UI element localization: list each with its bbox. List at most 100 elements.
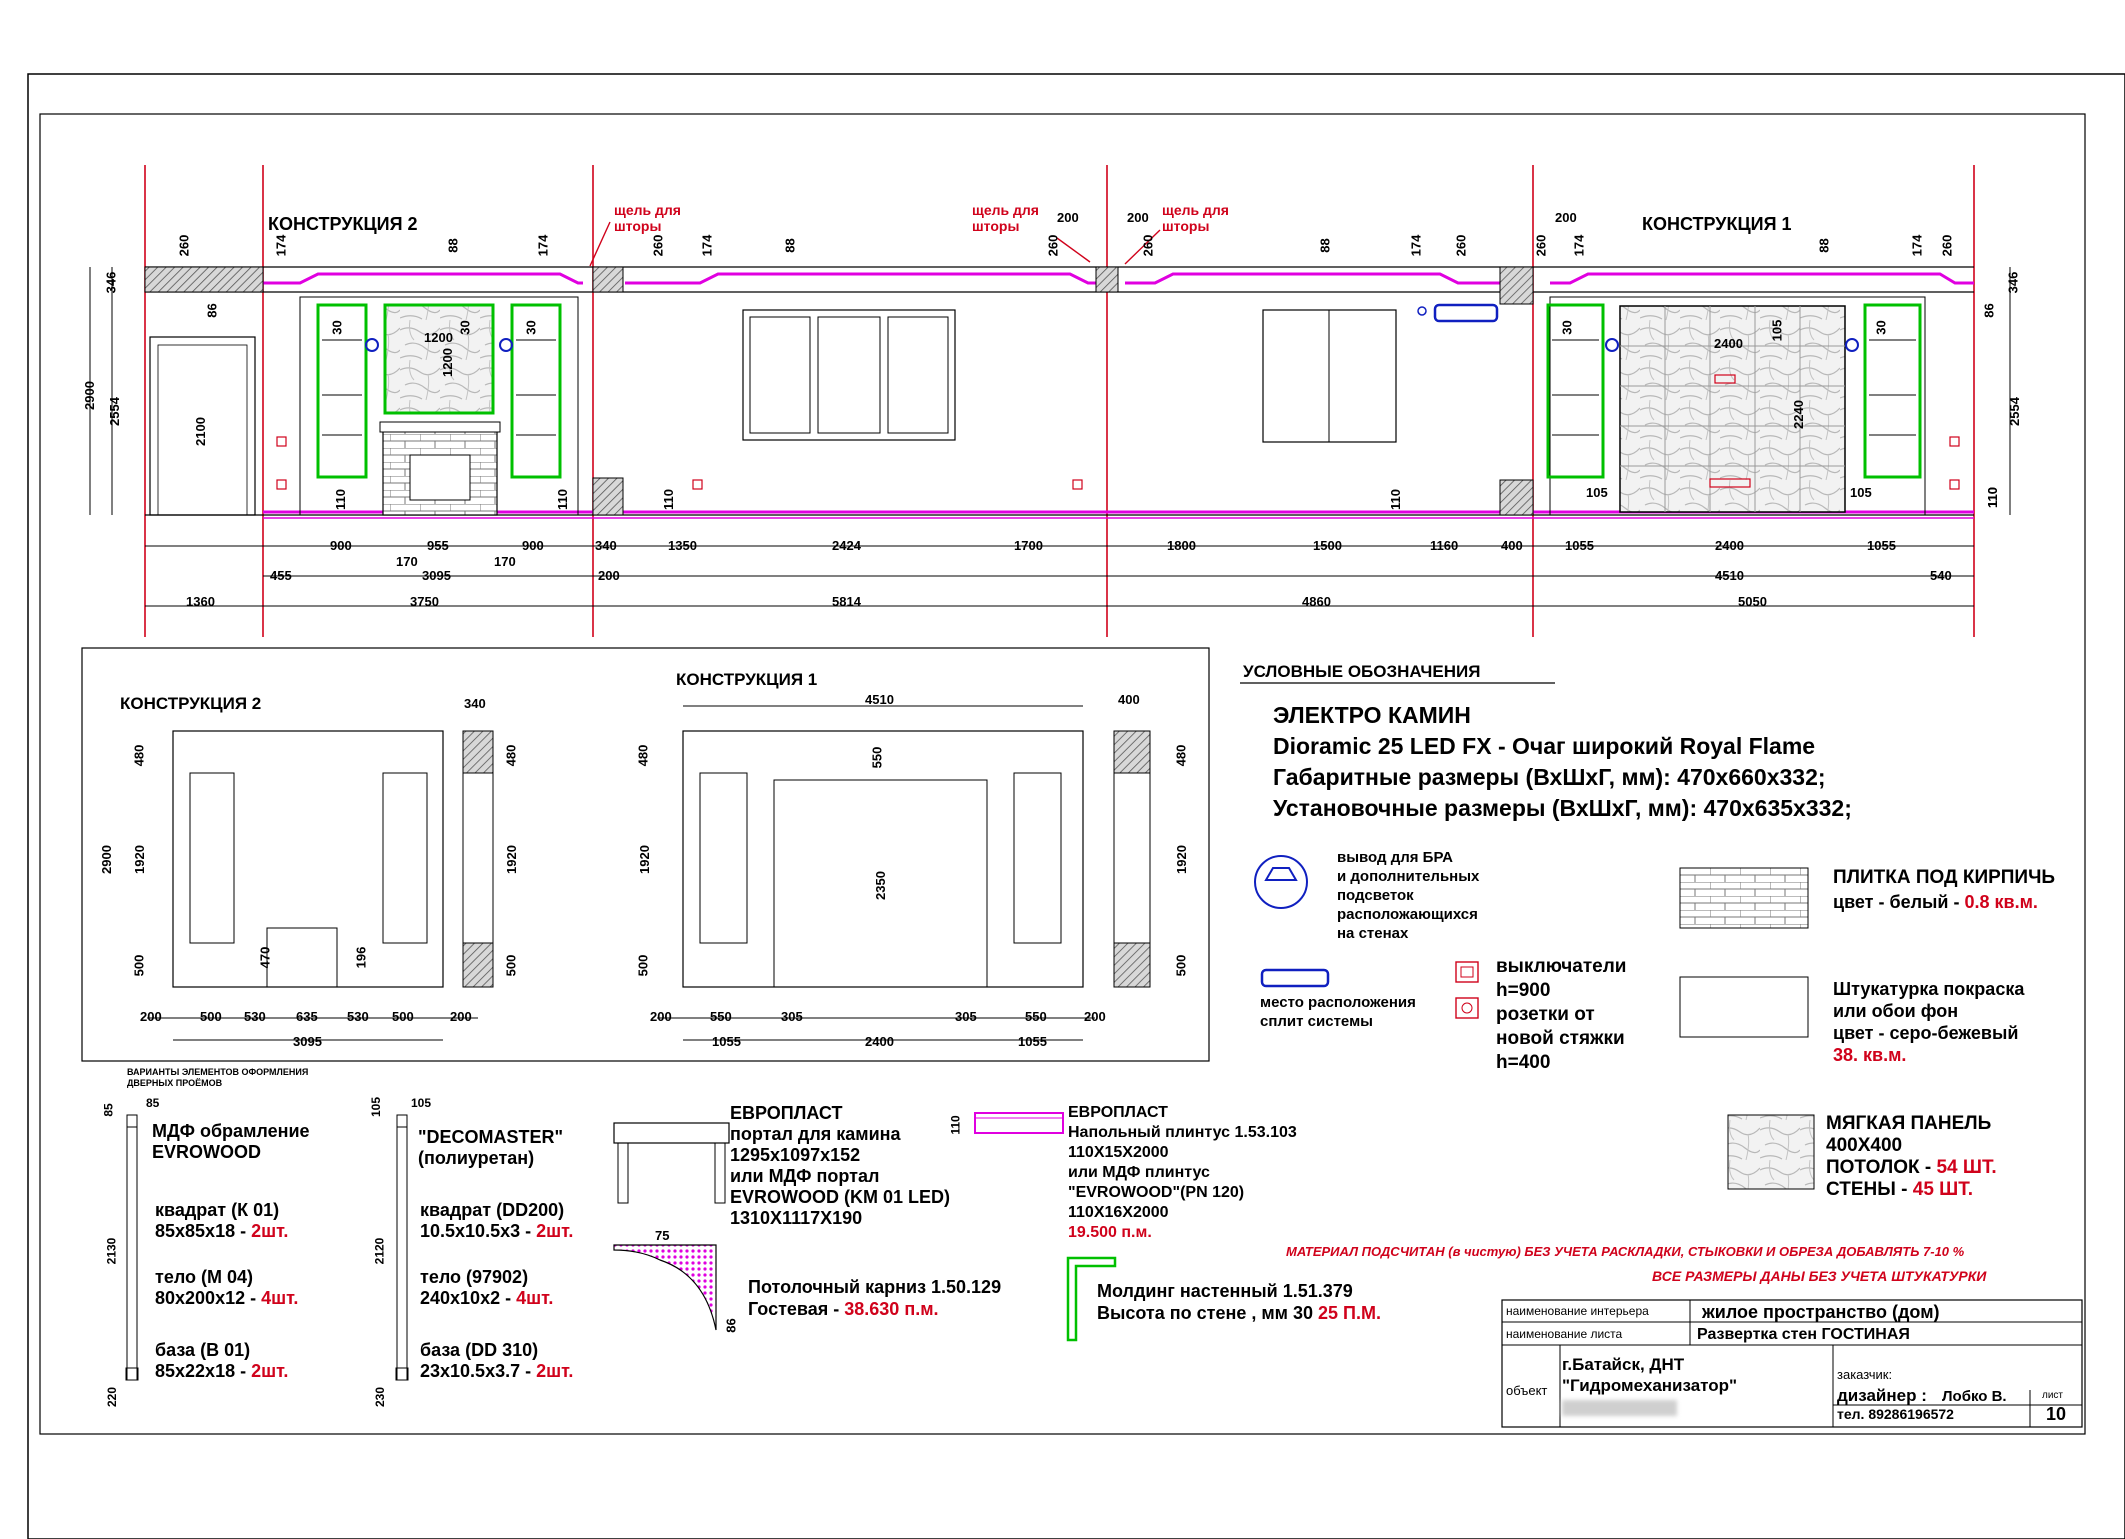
dim-top: 260 — [1140, 234, 1156, 257]
soft-ceiling-qty: 54 ШТ. — [1936, 1157, 1997, 1178]
wall-elevation — [89, 165, 2011, 637]
dim: 5050 — [1738, 594, 1767, 609]
dim: 75 — [655, 1228, 670, 1243]
dim: 2424 — [832, 538, 861, 553]
dim: 1160 — [1430, 538, 1459, 553]
dim-top: 174 — [1408, 234, 1424, 257]
dim: 550 — [1025, 1009, 1047, 1024]
wall-dim: 30 — [1873, 320, 1889, 335]
bra-line-3: подсветок — [1337, 887, 1414, 904]
dim: 196 — [353, 946, 369, 969]
dim: 500 — [392, 1009, 414, 1024]
plaster-line-1: Штукатурка покраска — [1833, 979, 2025, 999]
legend-title: УСЛОВНЫЕ ОБОЗНАЧЕНИЯ — [1243, 662, 1481, 681]
dim-top: 260 — [650, 234, 666, 257]
dim-right: 2554 — [2006, 397, 2022, 426]
wall-dim: 30 — [1559, 320, 1575, 335]
europlast-portal-title: ЕВРОПЛАСТ — [730, 1103, 843, 1123]
wall-dim: 2240 — [1790, 400, 1806, 429]
europlast-skirting-l2: 110Х15Х2000 — [1068, 1144, 1169, 1161]
dim: 1055 — [1867, 538, 1896, 553]
tile-title: ПЛИТКА ПОД КИРПИЧЬ — [1833, 867, 2056, 888]
dim: 1920 — [636, 845, 652, 874]
bra-line-5: на стенах — [1337, 925, 1409, 942]
switch-legend: выключатели h=900 розетки от новой стяжк… — [1496, 955, 1626, 1075]
mdf-square-size: 85x85x18 - — [155, 1221, 247, 1241]
note-material: МАТЕРИАЛ ПОДСЧИТАН (в чистую) БЕЗ УЧЕТА … — [1286, 1244, 1965, 1259]
switch-line-3: розетки от — [1496, 1004, 1595, 1025]
inner-border — [39, 113, 2086, 1435]
wall-dim: 110 — [554, 489, 570, 510]
deco-items: квадрат (DD200) 10.5x10.5x3 - 2шт. тело … — [420, 1200, 573, 1382]
europlast-portal-l2: 1295x1097x152 — [730, 1145, 861, 1165]
object-label: объект — [1506, 1383, 1548, 1398]
europlast-skirting-l3: или МДФ плинтус — [1068, 1164, 1210, 1181]
dim: 220 — [105, 1386, 120, 1408]
cornice-line-2: Гостевая - — [748, 1299, 840, 1319]
dim: 305 — [781, 1009, 803, 1024]
mdf-items: квадрат (К 01) 85x85x18 - 2шт. тело (М 0… — [155, 1200, 298, 1382]
dim: 550 — [710, 1009, 732, 1024]
dim: 2120 — [372, 1237, 387, 1265]
europlast-portal-l1: портал для камина — [730, 1124, 901, 1144]
soft-panel-size: 400Х400 — [1826, 1135, 1903, 1156]
ac-line-1: место расположения — [1260, 994, 1416, 1011]
dim: 1920 — [131, 845, 147, 874]
dim: 900 — [330, 538, 352, 553]
dim-top: 260 — [1939, 234, 1955, 257]
sheet-label: наименование листа — [1506, 1327, 1623, 1341]
mdf-body-qty: 4шт. — [261, 1288, 299, 1308]
europlast-portal-l4: EVROWOOD (KM 01 LED) — [730, 1187, 951, 1207]
dim: 955 — [427, 538, 449, 553]
wall-dim: 105 — [1769, 319, 1785, 342]
dim: 340 — [595, 538, 617, 553]
dim: 2400 — [865, 1034, 894, 1049]
sections-box — [81, 647, 1210, 1062]
dim-top: 88 — [445, 238, 461, 253]
customer-label: заказчик: — [1837, 1367, 1893, 1382]
cornice-qty: 38.630 п.м. — [844, 1299, 939, 1319]
dim: 500 — [1173, 954, 1189, 977]
dim-top: 174 — [1909, 234, 1925, 257]
europlast-skirting-l1: Напольный плинтус 1.53.103 — [1068, 1124, 1297, 1141]
dim-top: 200 — [1057, 210, 1079, 225]
dim-top: 174 — [273, 234, 289, 257]
europlast-portal: ЕВРОПЛАСТ портал для камина 1295x1097x15… — [730, 1103, 950, 1229]
dim: 400 — [1501, 538, 1523, 553]
wall-dim: 2400 — [1714, 336, 1743, 351]
dim: 1055 — [712, 1034, 741, 1049]
bra-line-2: и дополнительных — [1337, 868, 1480, 885]
variants-caption: ВАРИАНТЫ ЭЛЕМЕНТОВ ОФОРМЛЕНИЯ ДВЕРНЫХ ПР… — [127, 1067, 308, 1089]
cornice-block: Потолочный карниз 1.50.129 Гостевая - 38… — [748, 1276, 1001, 1320]
europlast-portal-l3: или МДФ портал — [730, 1166, 880, 1186]
dim: 110 — [948, 1115, 963, 1135]
deco-square-qty: 2шт. — [536, 1221, 574, 1241]
soft-walls: СТЕНЫ - — [1826, 1179, 1908, 1200]
dim: 2900 — [98, 845, 114, 874]
dim: 200 — [140, 1009, 162, 1024]
ac-line-2: сплит системы — [1260, 1013, 1373, 1030]
object-line-2: "Гидромеханизатор" — [1562, 1376, 1738, 1395]
outer-border — [27, 73, 2125, 1539]
dim: 105 — [411, 1096, 432, 1110]
dim-left: 2100 — [192, 417, 208, 446]
dim: 480 — [131, 744, 147, 767]
switch-line-5: h=400 — [1496, 1052, 1551, 1073]
dim: 86 — [723, 1318, 739, 1333]
object-value: г.Батайск, ДНТ "Гидромеханизатор" — [1562, 1354, 1737, 1396]
mdf-base-size: 85x22x18 - — [155, 1361, 247, 1381]
dim: 1800 — [1167, 538, 1196, 553]
construction-2-title: КОНСТРУКЦИЯ 2 — [268, 214, 418, 234]
switch-line-4: новой стяжки — [1496, 1028, 1625, 1049]
soft-panel-legend: МЯГКАЯ ПАНЕЛЬ 400Х400 ПОТОЛОК - 54 ШТ. С… — [1826, 1113, 1997, 1201]
mdf-base-qty: 2шт. — [251, 1361, 289, 1381]
fireplace-model: Dioramic 25 LED FX - Очаг широкий Royal … — [1273, 733, 1816, 759]
dim: 3095 — [293, 1034, 322, 1049]
europlast-skirting-l4: "EVROWOOD"(PN 120) — [1068, 1184, 1245, 1201]
dim-top: 260 — [1045, 234, 1061, 257]
dim: 455 — [270, 568, 292, 583]
mdf-square-qty: 2шт. — [251, 1221, 289, 1241]
mdf-square: квадрат (К 01) — [155, 1200, 280, 1220]
